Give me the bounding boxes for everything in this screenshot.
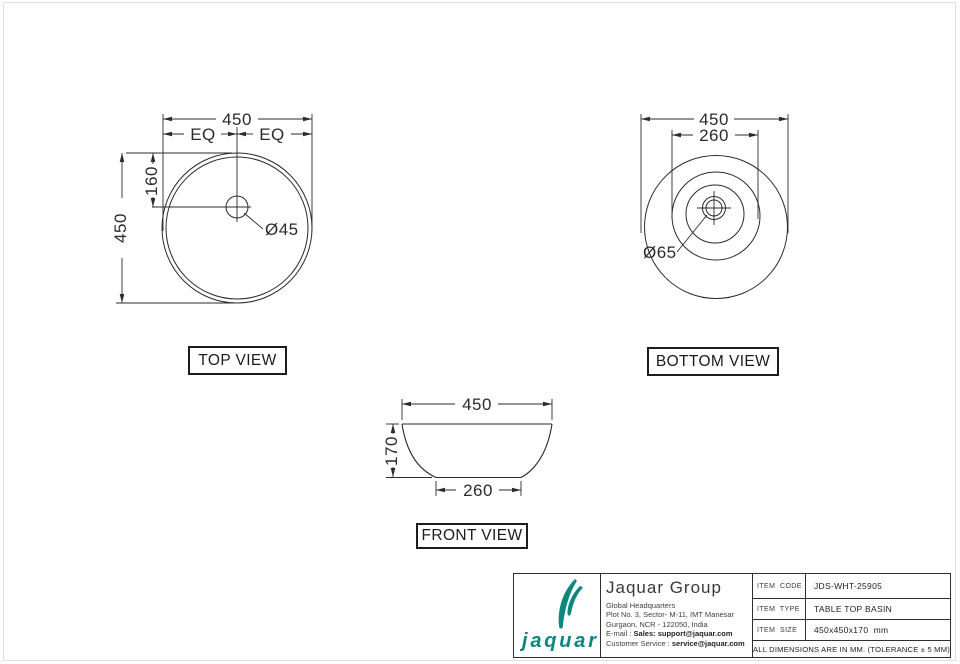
item-code-value: JDS-WHT-25905 — [814, 581, 883, 591]
email-value: Sales: support@jaquar.com — [633, 629, 733, 639]
front-view-dim-height-text: 170 — [382, 436, 401, 466]
drawing-canvas: 450 EQ EQ 160 4 — [111, 110, 789, 500]
service-line: Customer Service : service@jaquar.com — [606, 639, 747, 648]
front-view-dim-base: 260 — [435, 481, 522, 500]
bottom-view-dim-base: 260 — [671, 126, 759, 219]
address-line: Gurgaon, NCR - 122050, India — [606, 619, 708, 629]
front-view-profile — [401, 423, 553, 479]
top-view-eq-right-text: EQ — [259, 125, 285, 144]
top-view-dim-offset-text: 160 — [142, 166, 161, 196]
top-view-dim-width: 450 — [162, 110, 313, 231]
item-size-value: 450x450x170 mm — [814, 625, 889, 635]
top-view-dim-width-text: 450 — [222, 110, 252, 129]
top-view-drawing: 450 EQ EQ 160 4 — [111, 110, 313, 304]
front-view-drawing: 450 170 260 — [382, 395, 553, 500]
bottom-view-dim-width: 450 — [640, 110, 789, 233]
logo-wordmark: jaquar — [519, 630, 597, 652]
front-view-dim-width: 450 — [401, 395, 553, 420]
bottom-view-drawing: 450 260 Ø65 — [640, 110, 789, 299]
top-view-hole-leader: Ø45 — [243, 212, 299, 239]
item-spec-table: ITEM CODE JDS-WHT-25905 ITEM TYPE TABLE … — [753, 574, 950, 657]
top-view-dim-height: 450 — [111, 153, 235, 304]
top-view-hole-dim-text: Ø45 — [265, 220, 299, 239]
bottom-view-outer-circle — [644, 155, 788, 299]
top-view-eq-left-text: EQ — [190, 125, 216, 144]
bottom-view-recess-circle — [685, 184, 745, 244]
bottom-view-drain-dim-text: Ø65 — [643, 243, 677, 262]
title-block: jaquar Jaquar Group Global Headquarters … — [513, 573, 951, 658]
service-value: service@jaquar.com — [671, 638, 745, 648]
item-size-label: ITEM SIZE — [753, 620, 806, 640]
table-row: ITEM TYPE TABLE TOP BASIN — [753, 599, 950, 620]
email-line: E-mail : Sales: support@jaquar.com — [606, 629, 747, 638]
front-view-dim-base-text: 260 — [463, 481, 493, 500]
top-view-label: TOP VIEW — [188, 346, 287, 375]
bottom-view-label-text: BOTTOM VIEW — [655, 352, 771, 370]
bottom-view-dim-width-text: 450 — [699, 110, 729, 129]
table-row: ITEM SIZE 450x450x170 mm — [753, 620, 950, 641]
company-name: Jaquar Group — [606, 578, 722, 597]
item-type-label: ITEM TYPE — [753, 599, 806, 619]
address-line: Global Headquarters — [606, 601, 676, 610]
item-code-label: ITEM CODE — [753, 574, 806, 598]
company-info: Jaquar Group Global Headquarters Plot No… — [601, 574, 753, 657]
logo-feather-main — [558, 579, 577, 629]
email-label: E-mail : — [606, 629, 634, 639]
address-line: Plot No. 3, Sector- M-11, IMT Manesar — [606, 610, 735, 620]
front-view-label: FRONT VIEW — [416, 523, 528, 549]
service-label: Customer Service : — [606, 638, 672, 648]
bottom-view-drain-leader: Ø65 — [643, 214, 708, 262]
dimensions-note: ALL DIMENSIONS ARE IN MM. (TOLERANCE ± 5… — [753, 644, 950, 654]
front-view-label-text: FRONT VIEW — [421, 527, 523, 544]
top-view-dim-eq: EQ EQ — [163, 125, 312, 144]
item-type-value: TABLE TOP BASIN — [814, 604, 893, 614]
brand-logo: jaquar — [514, 574, 601, 657]
bottom-view-dim-base-text: 260 — [699, 126, 729, 145]
table-row: ITEM CODE JDS-WHT-25905 — [753, 574, 950, 599]
bottom-view-label: BOTTOM VIEW — [647, 347, 779, 376]
logo-feather-accent — [567, 586, 583, 616]
front-view-dim-width-text: 450 — [462, 395, 492, 414]
top-view-label-text: TOP VIEW — [198, 351, 277, 369]
front-view-dim-height: 170 — [382, 423, 432, 478]
table-row: ALL DIMENSIONS ARE IN MM. (TOLERANCE ± 5… — [753, 641, 950, 657]
jaquar-logo-icon: jaquar — [519, 579, 597, 652]
top-view-dim-offset: 160 — [126, 152, 232, 207]
top-view-dim-height-text: 450 — [111, 213, 130, 243]
